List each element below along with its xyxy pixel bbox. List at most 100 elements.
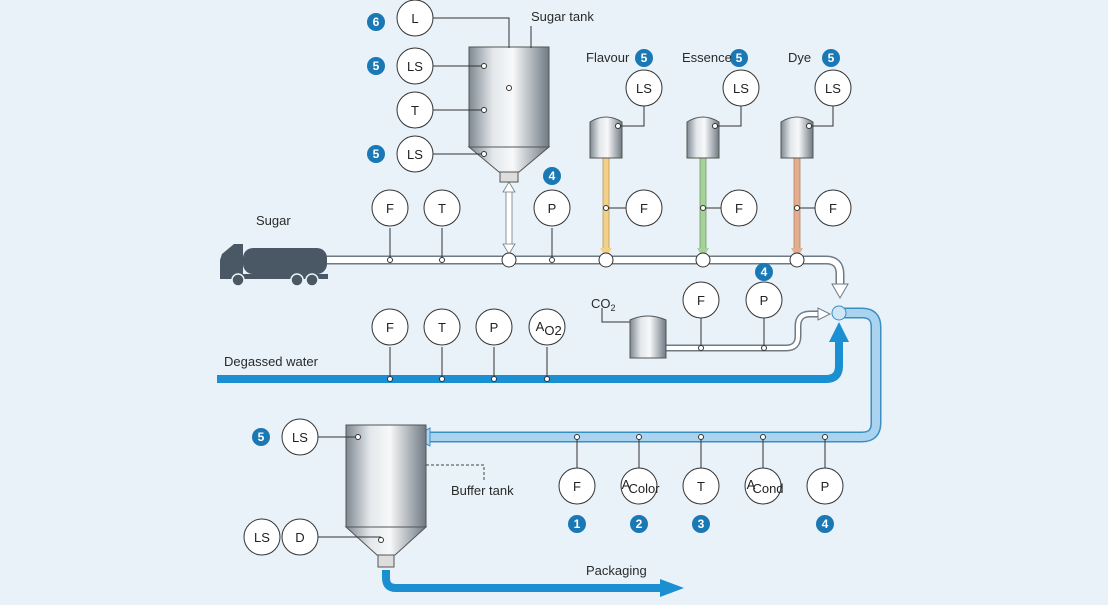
instrument-label: LS [254,530,270,545]
instrument-water-pressure: P [475,308,513,346]
instrument-label: P [821,479,830,494]
dye-tank [780,116,814,159]
instrument-level: L [396,0,434,37]
instrument-sugar-temperature: T [423,189,461,227]
instrument-label: F [640,201,648,216]
svg-text:6: 6 [373,15,380,29]
instrument-label: F [829,201,837,216]
svg-text:2: 2 [636,517,643,531]
co2-line [601,307,832,352]
label-dye: Dye [788,50,811,65]
instrument-label: T [438,201,446,216]
label-buffer-tank: Buffer tank [451,483,514,498]
badge: 4 [816,515,834,533]
instrument-return-color: A Color [620,467,660,505]
instrument-label: F [386,201,394,216]
instrument-essence-level-switch: LS [722,69,760,107]
label-flavour: Flavour [586,50,630,65]
instrument-label: F [735,201,743,216]
badge: 5 [252,428,270,446]
instrument-label: L [411,11,418,26]
svg-text:3: 3 [698,517,705,531]
instrument-label: D [295,530,304,545]
instrument-co2-flow: F [682,281,720,319]
badge: 3 [692,515,710,533]
instrument-label: T [411,103,419,118]
instrument-dye-flow: F [814,189,852,227]
badge: 2 [630,515,648,533]
svg-text:4: 4 [761,265,768,279]
label-essence: Essence [682,50,732,65]
badge: 5 [730,49,748,67]
instrument-sub-label: Color [628,481,660,496]
essence-tank [686,116,720,159]
instrument-label: F [573,479,581,494]
svg-text:1: 1 [574,517,581,531]
instrument-co2-pressure: P [745,281,783,319]
instrument-label: T [438,320,446,335]
label-degassed-water: Degassed water [224,354,319,369]
instrument-dye-level-switch: LS [814,69,852,107]
sugar-tank-outlet [502,181,516,255]
instrument-return-temperature: T [682,467,720,505]
instrument-label: LS [733,81,749,96]
svg-text:4: 4 [822,517,829,531]
instrument-return-flow: F [558,467,596,505]
sugar-truck-icon [220,244,328,287]
svg-text:5: 5 [373,147,380,161]
instrument-label: T [697,479,705,494]
badge: 5 [367,57,385,75]
instrument-water-temperature: T [423,308,461,346]
instrument-label: A [747,477,756,492]
svg-text:4: 4 [549,169,556,183]
instrument-buffer-level-switch: LS [281,418,319,456]
degassed-water-line [217,322,849,383]
packaging-line [382,570,684,597]
instrument-label: LS [825,81,841,96]
svg-text:5: 5 [736,51,743,65]
instrument-level-switch: LS [396,135,434,173]
instrument-label: A [622,477,631,492]
label-sugar: Sugar [256,213,291,228]
instrument-label: LS [292,430,308,445]
instrument-return-pressure: P [806,467,844,505]
instrument-flavour-flow: F [625,189,663,227]
badge: 1 [568,515,586,533]
label-sugar-tank: Sugar tank [531,9,594,24]
instrument-label: P [490,320,499,335]
instrument-label: LS [407,59,423,74]
instrument-label: P [548,201,557,216]
badge: 5 [367,145,385,163]
svg-text:5: 5 [641,51,648,65]
instrument-sub-label: O2 [544,323,561,338]
instrument-label: A [536,319,545,334]
co2-tank [629,315,667,359]
leader-lines [318,17,834,543]
sugar-line [325,255,849,300]
instrument-buffer-level-switch-low: LS [243,518,281,556]
instrument-label: F [697,293,705,308]
instrument-sugar-pressure: P [533,189,571,227]
instrument-essence-flow: F [720,189,758,227]
buffer-tank [344,424,485,568]
instrument-return-conductivity: A Cond [744,467,784,505]
instrument-label: LS [407,147,423,162]
sugar-tank [467,46,551,183]
instrument-label: F [386,320,394,335]
instrument-buffer-density: D [281,518,319,556]
label-packaging: Packaging [586,563,647,578]
label-co2: CO2 [591,296,616,313]
badge: 4 [755,263,773,281]
instrument-water-flow: F [371,308,409,346]
badge: 6 [367,13,385,31]
instrument-water-oxygen: A O2 [528,308,566,346]
instrument-sugar-flow: F [371,189,409,227]
flavour-tank [589,116,623,159]
badge: 5 [635,49,653,67]
junction-valves [501,252,847,321]
instrument-flavour-level-switch: LS [625,69,663,107]
instrument-label: LS [636,81,652,96]
instrument-sub-label: Cond [752,481,783,496]
instrument-temperature: T [396,91,434,129]
